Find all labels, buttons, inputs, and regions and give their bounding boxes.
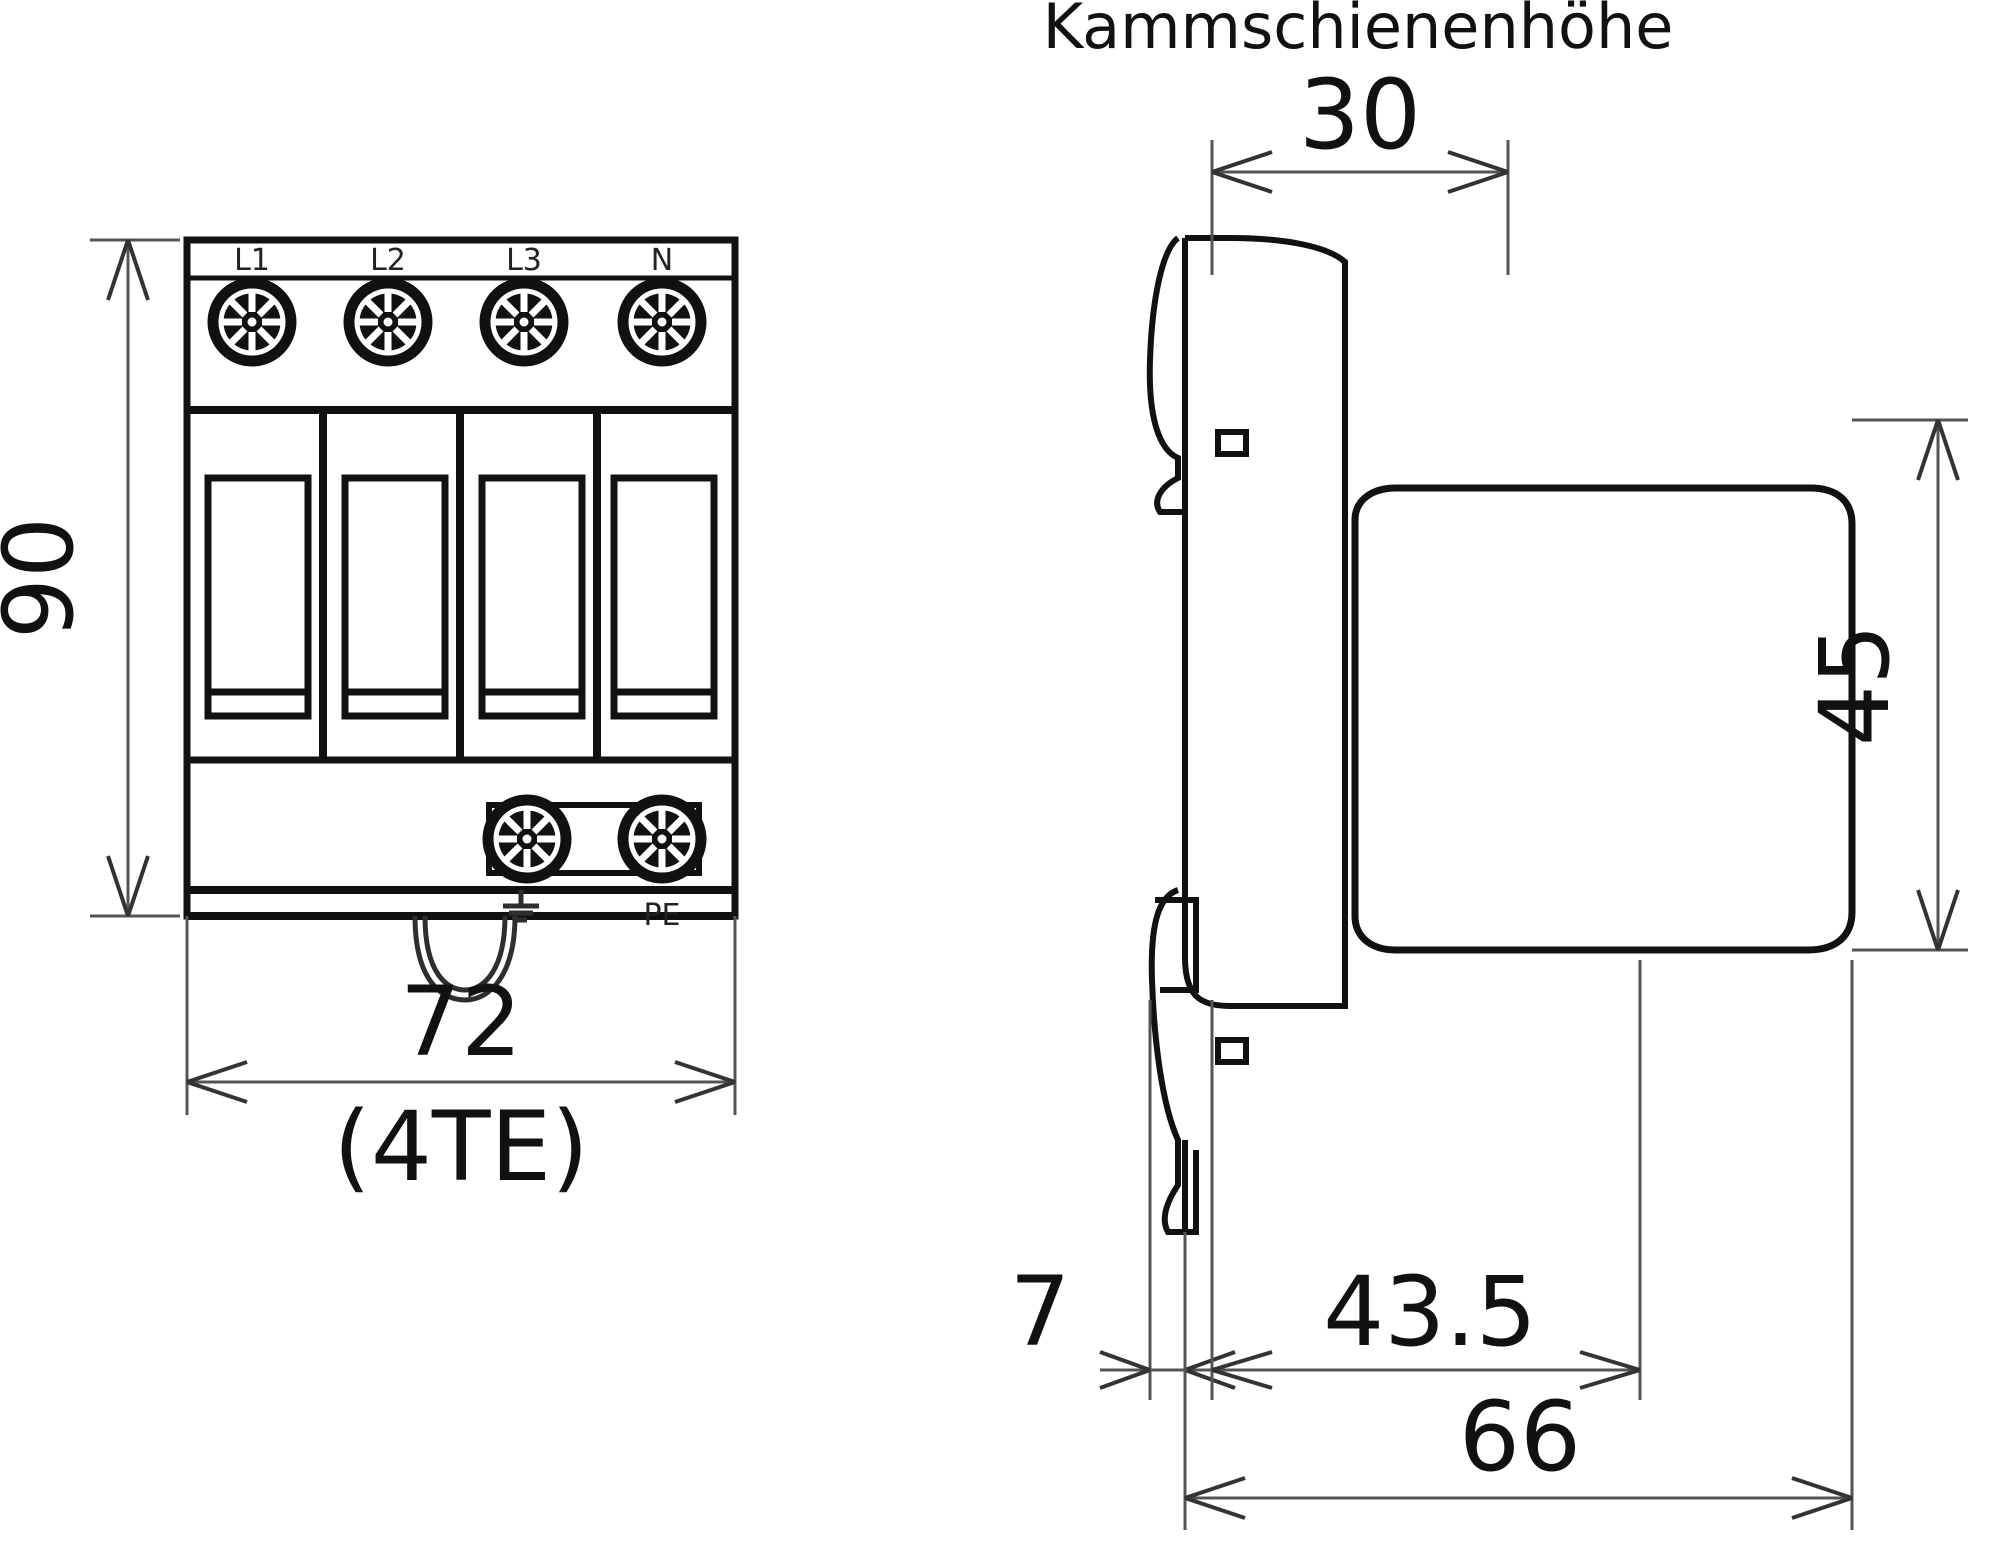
dim-label-height-45: 45 [1799, 624, 1911, 746]
terminal-label-l3: L3 [506, 243, 542, 278]
front-view-group: 90 72 (4TE) [0, 236, 739, 1203]
dimension-front-depth-43-5: 43.5 [1210, 960, 1642, 1400]
dim-label-front-depth-435: 43.5 [1323, 1256, 1537, 1368]
din-rail-latch-lower [1148, 887, 1199, 1235]
arrow-45-bottom [1916, 889, 1960, 951]
dimension-height-45: 45 [1799, 418, 1968, 952]
cartridge-l2 [341, 474, 449, 720]
dim-label-total-depth-66: 66 [1459, 1381, 1581, 1493]
dim-label-comb-rail-30: 30 [1299, 59, 1421, 171]
arrow-72-right [674, 1060, 736, 1104]
terminal-screw-n [622, 282, 702, 362]
arrow-7-right [1184, 1350, 1236, 1390]
module-dividers [319, 410, 601, 760]
dimension-clip-depth-7: 7 [1009, 1000, 1236, 1400]
vent-slot-lower-icon [1215, 1037, 1249, 1065]
dim-label-width-note: (4TE) [333, 1091, 588, 1203]
terminal-label-l1: L1 [234, 243, 270, 278]
dim-label-width-72: 72 [400, 966, 522, 1078]
din-rail-clip-upper [1146, 235, 1185, 515]
arrow-66-left [1184, 1476, 1246, 1520]
terminal-screw-l3 [484, 282, 564, 362]
front-cover-outline [1351, 484, 1856, 954]
terminal-screw-pe-right [622, 799, 702, 879]
dim-label-clip-depth-7: 7 [1009, 1256, 1070, 1368]
terminal-screw-pe-left [487, 799, 567, 879]
arrow-435-left [1211, 1350, 1273, 1390]
terminal-label-l2: L2 [370, 243, 406, 278]
vent-slot-upper-icon [1215, 429, 1249, 457]
arrow-30-left [1211, 150, 1273, 194]
dimension-comb-rail-30: 30 [1210, 59, 1510, 275]
arrow-72-left [186, 1060, 248, 1104]
dimension-total-depth-66: 66 [1183, 960, 1854, 1530]
terminal-screw-l1 [212, 282, 292, 362]
side-view-group: 30 Kammschienenhöhe 45 7 [1009, 0, 1968, 1530]
dimension-width-72: 72 (4TE) [185, 916, 737, 1203]
terminal-label-pe: PE [643, 898, 680, 933]
housing-rear-outline [1182, 262, 1348, 1009]
module-cartridges [204, 474, 718, 720]
terminal-screw-l2 [348, 282, 428, 362]
terminal-row-top [212, 282, 702, 362]
cartridge-l3 [478, 474, 586, 720]
arrow-66-right [1791, 1476, 1853, 1520]
drawing-title: Kammschienenhöhe [1043, 0, 1674, 63]
arrow-90-top [106, 239, 150, 301]
arrow-90-bottom [106, 855, 150, 917]
cartridge-n [610, 474, 718, 720]
din-rail-latch-detail [1155, 897, 1199, 993]
arrow-435-right [1579, 1350, 1641, 1390]
arrow-30-right [1447, 150, 1509, 194]
pe-wire-loop [412, 915, 518, 1003]
dim-label-height-90: 90 [0, 517, 95, 639]
cartridge-l1 [204, 474, 312, 720]
terminal-label-n: N [651, 243, 673, 278]
arrow-7-left [1099, 1350, 1151, 1390]
dimension-height-90: 90 [0, 238, 180, 918]
arrow-45-top [1916, 419, 1960, 481]
housing-top-edge [1185, 235, 1348, 300]
